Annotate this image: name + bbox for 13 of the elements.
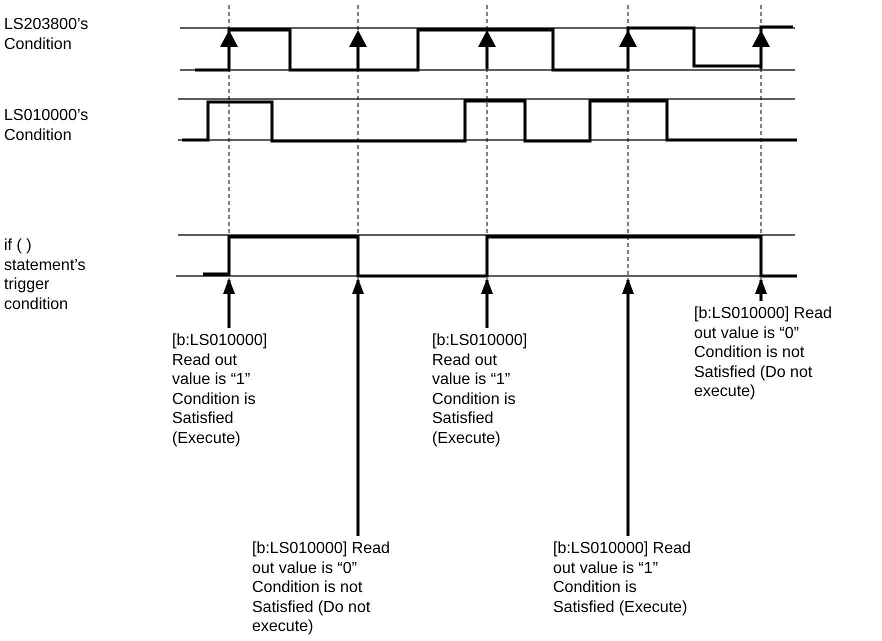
row-label: LS203800’s Condition bbox=[4, 15, 90, 54]
annotation-text: [b:LS010000] Read out value is “0” Condition is not Satisfied (Do not execute) bbox=[694, 304, 833, 402]
arrow bbox=[223, 278, 235, 328]
arrow bbox=[755, 278, 767, 301]
row-label: LS010000’s Condition bbox=[4, 106, 90, 145]
annotation-text: [b:LS010000] Read out value is “1” Condition is Satisfied (Execute) bbox=[553, 539, 691, 617]
arrow bbox=[352, 278, 364, 536]
arrow bbox=[622, 278, 634, 536]
annotation-text: [b:LS010000] Read out value is “0” Condition is not Satisfied (Do not execute) bbox=[252, 539, 391, 636]
annotation-text: [b:LS010000] Read out value is “1” Condition is Satisfied (Execute) bbox=[172, 331, 268, 448]
arrow bbox=[481, 278, 493, 328]
row-label: if ( ) statement’s trigger condition bbox=[4, 236, 87, 314]
annotation-text: [b:LS010000] Read out value is “1” Condition is Satisfied (Execute) bbox=[432, 331, 528, 448]
